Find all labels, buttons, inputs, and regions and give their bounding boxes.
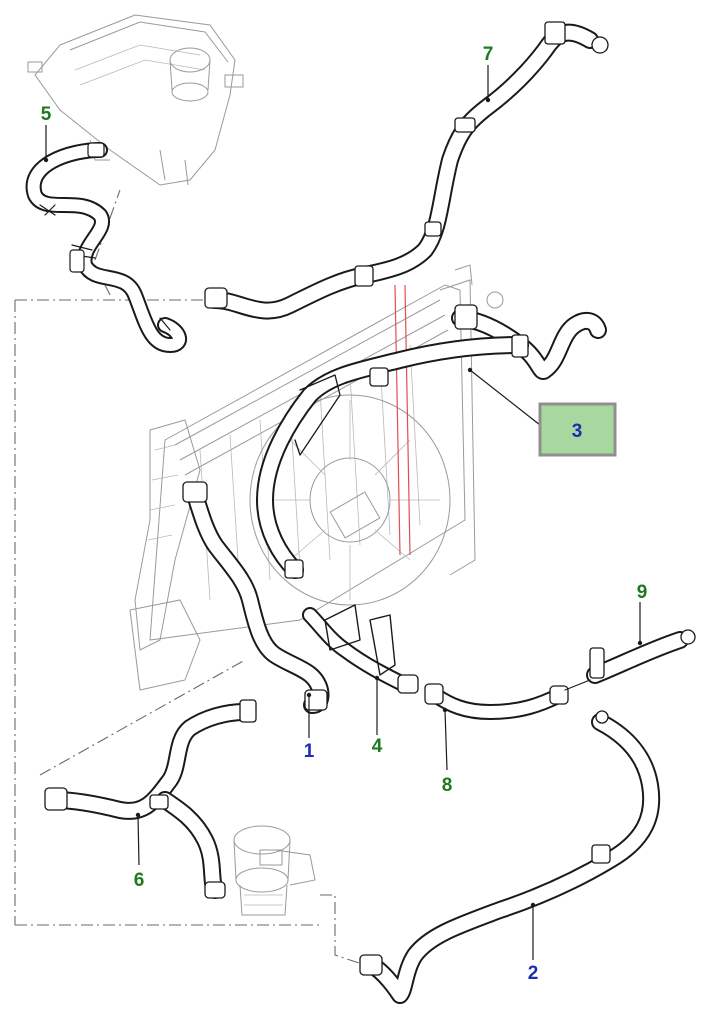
hose-3: [256, 304, 607, 579]
hose-6: [44, 699, 257, 899]
hose-1: [182, 481, 330, 714]
hose-8: [424, 683, 569, 720]
callout-4[interactable]: 4: [372, 736, 383, 757]
callout-8[interactable]: 8: [442, 775, 453, 796]
callout-2[interactable]: 2: [528, 963, 539, 984]
callout-7[interactable]: 7: [483, 44, 494, 65]
radiator-assembly: [129, 264, 584, 691]
reference-lines: [14, 189, 366, 966]
callout-labels: 5 7 3 9 1 4 8 6 2: [41, 44, 648, 984]
leader-lines: [43, 65, 643, 960]
callout-1[interactable]: 1: [304, 741, 315, 762]
pipe-4: [302, 604, 419, 694]
hose-5: [25, 142, 187, 353]
hose-2: [359, 710, 661, 1004]
hose-7: [204, 21, 609, 320]
callout-3-highlight: [538, 402, 617, 457]
callout-9[interactable]: 9: [637, 582, 648, 603]
hose-9: [564, 629, 696, 691]
callout-6[interactable]: 6: [134, 870, 145, 891]
callout-3[interactable]: 3: [572, 421, 583, 442]
oil-filter-housing: [233, 825, 316, 916]
red-guide-lines: [394, 284, 411, 556]
callout-5[interactable]: 5: [41, 104, 52, 125]
